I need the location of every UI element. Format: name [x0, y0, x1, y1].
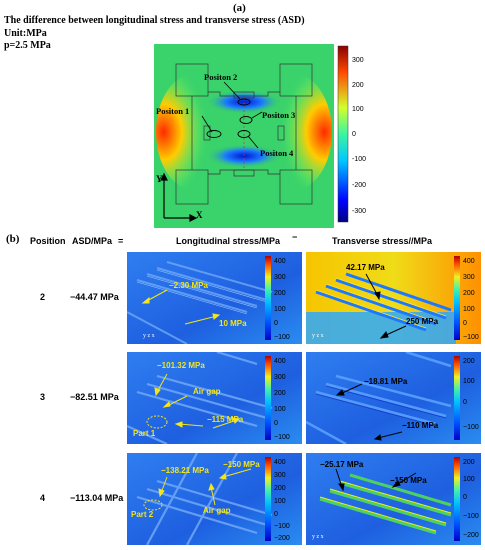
- annotation-label: Part 1: [133, 429, 156, 438]
- axis-x-label: X: [196, 210, 203, 220]
- colorbar-tick: 0: [463, 399, 467, 406]
- colorbar-tick: 200: [274, 390, 286, 397]
- col-asd-header: ASD/MPa: [72, 236, 113, 246]
- colorbar-tick: 100: [463, 306, 475, 313]
- transverse-stress-panel: 200 100 0 −100 −18.81 MPa −110 MPa: [306, 352, 481, 444]
- colorbar-tick: 0: [463, 320, 467, 327]
- col-position-header: Position: [30, 236, 66, 246]
- panel-a-label: (a): [233, 2, 246, 14]
- colorbar-tick: 400: [274, 258, 286, 265]
- annotation-label: −110 MPa: [402, 421, 439, 430]
- colorbar-tick: 400: [274, 459, 286, 466]
- annotation-label: −150 MPa: [223, 460, 260, 469]
- axis-triad-icon: y z x: [312, 333, 324, 339]
- colorbar-tick: -200: [352, 182, 366, 189]
- transverse-stress-panel: 400 300 200 100 0 −100 42.17 MPa 250 MPa…: [306, 252, 481, 344]
- annotation-label: −2.30 MPa: [169, 281, 208, 290]
- colorbar-tick: 100: [352, 106, 364, 113]
- colorbar-tick: 100: [274, 406, 286, 413]
- colorbar-tick: 0: [274, 511, 278, 518]
- position-2-label: Positon 2: [204, 72, 237, 82]
- figure-title: The difference between longitudinal stre…: [4, 15, 305, 26]
- colorbar-tick: 400: [463, 258, 475, 265]
- longitudinal-stress-panel: 400 300 200 100 0 −100 −2.30 MPa 10 MPa …: [127, 252, 302, 344]
- colorbar-tick: −100: [274, 523, 290, 530]
- pressure-label: p=2.5 MPa: [4, 40, 51, 51]
- equals-sign: =: [118, 236, 124, 246]
- colorbar-tick: 200: [463, 358, 475, 365]
- axis-triad-icon: y z x: [143, 333, 155, 339]
- annotation-label: −101.32 MPa: [157, 361, 205, 370]
- longitudinal-stress-panel: 400 300 200 100 0 −100 −101.32 MPa Air g…: [127, 352, 302, 444]
- annotation-label: −138.21 MPa: [161, 466, 209, 475]
- position-1-label: Positon 1: [156, 106, 189, 116]
- colorbar-tick: 300: [463, 274, 475, 281]
- colorbar-tick: -100: [352, 156, 366, 163]
- row-position: 2: [40, 292, 46, 302]
- colorbar-tick: −200: [463, 532, 479, 539]
- colorbar-tick: −200: [274, 535, 290, 542]
- colorbar-tick: −100: [274, 434, 290, 441]
- longitudinal-stress-panel: 400 300 200 100 0 −100 −200 −138.21 MPa …: [127, 453, 302, 545]
- colorbar-tick: 300: [352, 57, 364, 64]
- colorbar-tick: -300: [352, 208, 366, 215]
- annotation-label: −150 MPa: [390, 476, 427, 485]
- minus-sign: −: [292, 232, 298, 242]
- annotation-label: −25.17 MPa: [320, 460, 364, 469]
- position-4-label: Positon 4: [260, 148, 294, 158]
- colorbar-tick: 200: [463, 290, 475, 297]
- colorbar-tick: 400: [274, 358, 286, 365]
- main-colorbar: 300 200 100 0 -100 -200 -300: [337, 45, 366, 223]
- annotation-label: −115 MPa: [207, 415, 244, 424]
- row-position: 3: [40, 392, 46, 402]
- row-asd-value: −44.47 MPa: [70, 292, 119, 302]
- colorbar-tick: −100: [463, 513, 479, 520]
- colorbar-tick: 100: [463, 476, 475, 483]
- colorbar-tick: 200: [463, 459, 475, 466]
- colorbar-tick: 0: [274, 420, 278, 427]
- col-longitudinal-header: Longitudinal stress/MPa: [176, 236, 281, 246]
- annotation-label: −18.81 MPa: [364, 377, 408, 386]
- colorbar-tick: 100: [274, 498, 286, 505]
- row-position: 4: [40, 493, 46, 503]
- colorbar-tick: −100: [463, 424, 479, 431]
- colorbar-tick: 0: [274, 320, 278, 327]
- annotation-label: Air gap: [193, 387, 221, 396]
- colorbar-tick: −100: [463, 334, 479, 341]
- colorbar-tick: 300: [274, 274, 286, 281]
- colorbar-tick: 200: [274, 485, 286, 492]
- position-3-label: Positon 3: [262, 110, 295, 120]
- colorbar-tick: −100: [274, 334, 290, 341]
- annotation-label: 250 MPa: [406, 317, 439, 326]
- colorbar-tick: 100: [463, 378, 475, 385]
- axis-y-label: Y: [156, 174, 163, 184]
- colorbar-tick: 200: [274, 290, 286, 297]
- unit-label: Unit:MPa: [4, 28, 47, 39]
- colorbar-tick: 100: [274, 306, 286, 313]
- annotation-label: Part 2: [131, 510, 154, 519]
- annotation-label: Air gap: [203, 506, 231, 515]
- colorbar-tick: 0: [352, 131, 356, 138]
- row-asd-value: −113.04 MPa: [70, 493, 124, 503]
- colorbar-tick: 0: [463, 494, 467, 501]
- asd-contour-map: Positon 1 Positon 2 Positon 3 Positon 4 …: [154, 44, 334, 228]
- panel-b-label: (b): [6, 233, 20, 245]
- axis-triad-icon: y z x: [312, 534, 324, 540]
- colorbar-tick: 300: [274, 374, 286, 381]
- colorbar-tick: 300: [274, 472, 286, 479]
- row-asd-value: −82.51 MPa: [70, 392, 119, 402]
- transverse-stress-panel: 200 100 0 −100 −200 −25.17 MPa −150 MPa …: [306, 453, 481, 545]
- colorbar-tick: 200: [352, 82, 364, 89]
- annotation-label: 10 MPa: [219, 319, 247, 328]
- annotation-label: 42.17 MPa: [346, 263, 385, 272]
- col-transverse-header: Transverse stress//MPa: [332, 236, 433, 246]
